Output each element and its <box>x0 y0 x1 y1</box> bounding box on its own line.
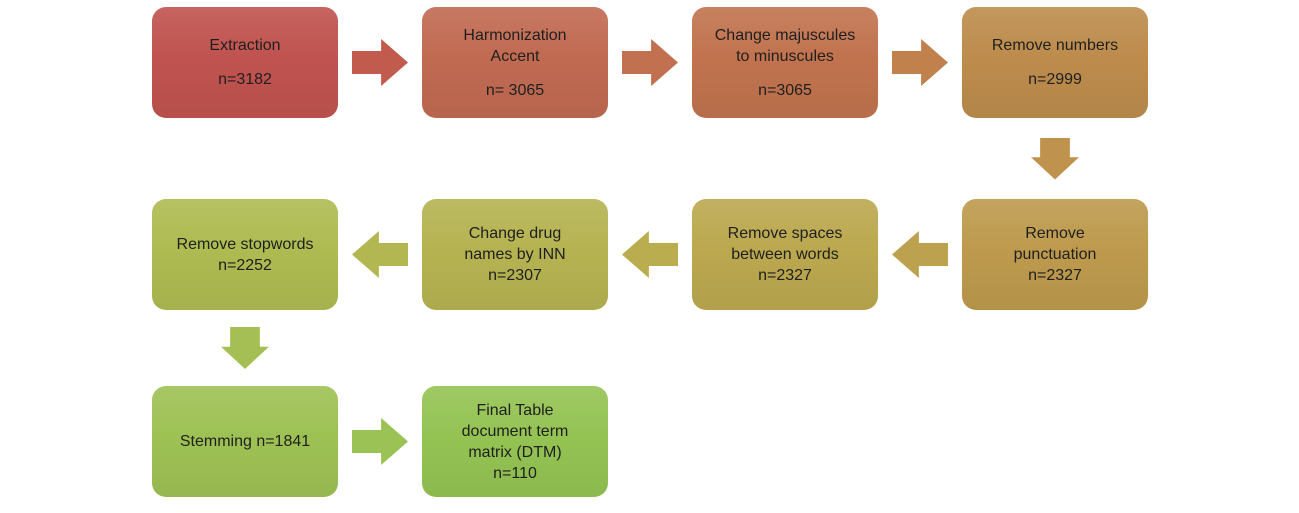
flow-step-text-line: n=2327 <box>1028 267 1082 284</box>
flow-step-text-line: n=3065 <box>758 81 812 99</box>
flow-step-text-line: n= 3065 <box>485 81 545 99</box>
flow-step-change-drug-names: Change drug names by INN n=2307 <box>422 199 608 310</box>
flow-step-text-line: names by INN <box>464 246 566 263</box>
flow-step-text-line: n=3182 <box>218 71 272 88</box>
flow-step-final-table-dtm: Final Table document term matrix (DTM) n=11… <box>422 386 608 497</box>
flow-arrow-down-icon <box>221 327 269 369</box>
flow-step-text-line: to minuscules <box>736 47 834 65</box>
flow-arrow-right-icon <box>622 38 678 87</box>
flow-step-text-line: Final Table <box>476 401 554 419</box>
flow-step-text-line: n=2327 <box>758 267 812 284</box>
flow-step-stemming: Stemming n=1841 <box>152 386 338 497</box>
flow-step-remove-numbers: Remove numbers n=2999 <box>962 7 1148 118</box>
flow-step-text-line: Extraction <box>209 37 281 54</box>
flow-step-text-line: Remove numbers <box>991 37 1119 54</box>
flow-arrow-left-icon <box>352 230 408 279</box>
flow-step-text-line: Accent <box>490 47 540 65</box>
flow-step-text-line: n=2999 <box>1028 71 1082 88</box>
flow-step-text-line: document term <box>461 422 569 440</box>
flow-step-text-line: Stemming n=1841 <box>179 433 311 450</box>
flow-step-text-line: Change majuscules <box>714 26 856 44</box>
flow-step-change-majuscules: Change majuscules to minuscules n=3065 <box>692 7 878 118</box>
flow-arrow-left-icon <box>622 230 678 279</box>
flow-step-text-line: Harmonization <box>463 26 567 44</box>
flow-arrow-right-icon <box>352 38 408 87</box>
flow-arrow-down-icon <box>1031 137 1079 180</box>
flow-arrow-left-icon <box>892 230 948 279</box>
flow-step-text-line: Remove stopwords <box>176 235 314 253</box>
flow-step-text-line: Remove spaces <box>727 225 843 242</box>
flow-step-text-line: matrix (DTM) <box>468 443 562 461</box>
flow-step-text-line: n=2307 <box>488 267 542 284</box>
flow-step-remove-stopwords: Remove stopwords n=2252 <box>152 199 338 310</box>
flow-step-text-line: n=110 <box>493 464 537 482</box>
flow-step-remove-punctuation: Remove punctuation n=2327 <box>962 199 1148 310</box>
flow-step-remove-spaces: Remove spaces between words n=2327 <box>692 199 878 310</box>
flow-step-text-line: Change drug <box>468 225 562 242</box>
flow-step-text-line: Remove <box>1025 225 1085 242</box>
flow-step-text-line: punctuation <box>1013 246 1097 263</box>
flow-arrow-right-icon <box>352 417 408 466</box>
flow-step-text-line: between words <box>731 246 839 263</box>
flow-step-extraction: Extraction n=3182 <box>152 7 338 118</box>
flow-step-text-line: n=2252 <box>218 256 272 274</box>
flow-arrow-right-icon <box>892 38 948 87</box>
